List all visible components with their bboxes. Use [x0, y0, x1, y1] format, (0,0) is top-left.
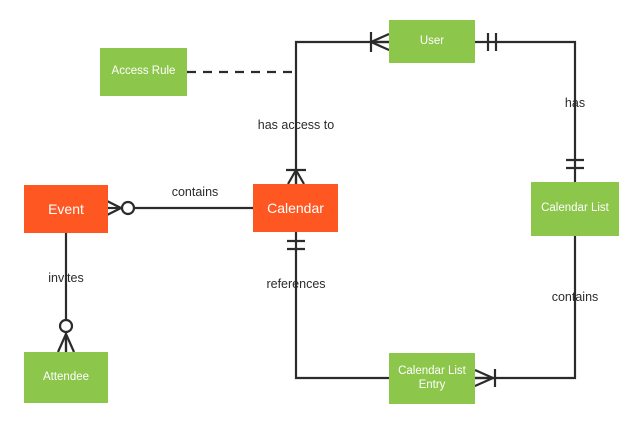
edge-label-has-access-to: has access to	[236, 118, 356, 132]
line-calendar-entry	[294, 232, 389, 380]
edge-label-references: references	[241, 277, 351, 291]
entity-calendar-list[interactable]: Calendar List	[531, 182, 619, 236]
edge-label-has: has	[535, 96, 615, 110]
edge-label-text: invites	[48, 271, 84, 285]
connector-calendar-entry	[287, 232, 389, 380]
entity-label-calendar-list: Calendar List	[541, 202, 609, 215]
edge-label-text: contains	[551, 290, 599, 304]
edge-label-text: has access to	[257, 118, 335, 132]
edge-label-text: has	[564, 96, 586, 110]
double-bar-calendar-bottom	[287, 239, 305, 251]
entity-label-calendar: Calendar	[267, 199, 324, 216]
entity-label-event: Event	[48, 200, 84, 217]
entity-calendar-list-entry[interactable]: Calendar List Entry	[389, 353, 475, 404]
edge-label-text: references	[266, 277, 326, 291]
entity-access-rule[interactable]: Access Rule	[100, 48, 187, 96]
crowsfoot-entry-right	[474, 368, 497, 388]
entity-label-calendar-list-entry: Calendar List Entry	[398, 365, 466, 391]
double-bar-calendarlist-top	[566, 158, 584, 170]
edge-label-text: contains	[171, 185, 219, 199]
entity-label-attendee: Attendee	[42, 370, 90, 383]
connector-event-calendar	[106, 200, 253, 216]
connector-calendar-user	[286, 32, 390, 185]
entity-label-access-rule: Access Rule	[111, 65, 176, 78]
crowsfoot-attendee-top	[56, 318, 76, 353]
edge-label-invites: invites	[26, 271, 106, 285]
crowsfoot-event-side	[106, 200, 136, 216]
edge-label-contains-event-calendar: contains	[155, 185, 235, 199]
double-bar-user-right	[486, 33, 498, 51]
zero-circle-event-side	[120, 200, 136, 216]
line-calendarlist-entry	[475, 236, 577, 380]
edge-label-contains-calendarlist-entry: contains	[535, 290, 615, 304]
connector-user-calendarlist	[475, 33, 584, 182]
connector-event-attendee	[56, 233, 76, 353]
crowsfoot-calendar-top	[286, 168, 306, 185]
crowsfoot-user-left	[369, 32, 390, 52]
zero-circle-attendee	[58, 318, 74, 334]
connector-calendarlist-entry	[474, 236, 577, 388]
entity-calendar[interactable]: Calendar	[253, 184, 338, 232]
entity-label-user: User	[419, 34, 445, 47]
entity-user[interactable]: User	[389, 20, 475, 63]
entity-event[interactable]: Event	[24, 185, 108, 233]
line-calendar-user	[294, 40, 389, 184]
entity-attendee[interactable]: Attendee	[24, 352, 108, 403]
line-user-calendarlist	[475, 40, 577, 182]
